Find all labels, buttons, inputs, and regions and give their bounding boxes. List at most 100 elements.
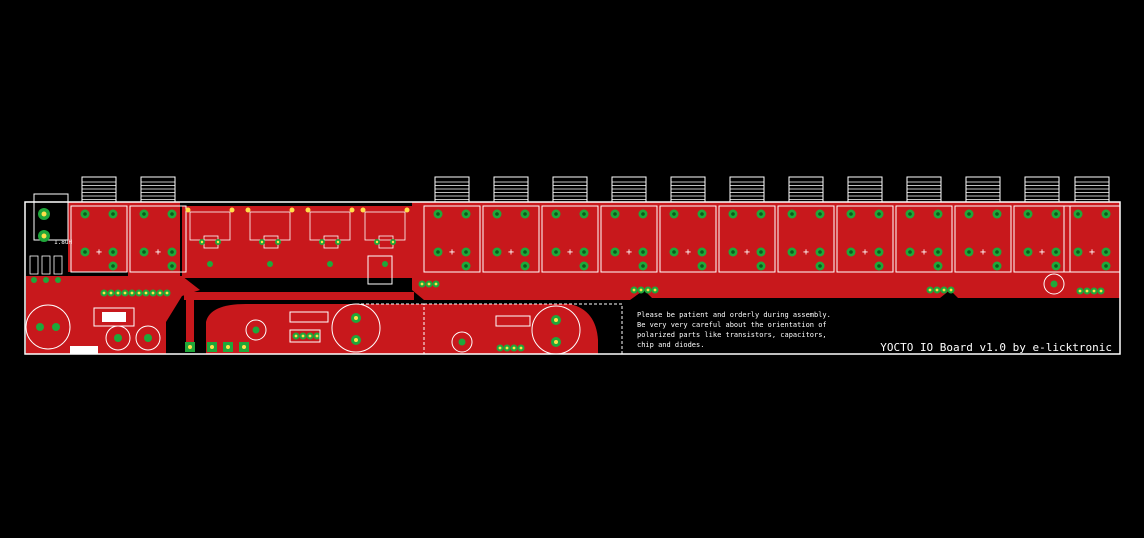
jack-body [718, 205, 776, 273]
pad-hole [759, 212, 763, 216]
copper-strip [184, 292, 414, 300]
pad-hole [315, 334, 319, 338]
pad-hole [200, 240, 204, 244]
solder-pad-icon [229, 207, 235, 213]
jack-body [777, 205, 835, 273]
pad-hole [759, 264, 763, 268]
pad-hole [111, 212, 115, 216]
transistor-outline [309, 211, 351, 241]
transistor-outline [249, 211, 291, 241]
jack-body [600, 205, 658, 273]
plus-mark: + [96, 247, 102, 258]
pad-hole [1104, 264, 1108, 268]
plus-mark: + [803, 247, 809, 258]
pad-hole [523, 212, 527, 216]
resistor-outline [53, 255, 63, 275]
board-title: YOCTO IO Board v1.0 by e-licktronic [880, 341, 1112, 354]
pad-hole [151, 291, 155, 295]
pad-hole [935, 288, 939, 292]
capacitor-center [331, 303, 381, 353]
pad-hole [464, 250, 468, 254]
jack-body [129, 205, 187, 273]
pad-hole [308, 334, 312, 338]
pad-hole [877, 264, 881, 268]
copper-middle [182, 206, 424, 278]
pad-hole [582, 250, 586, 254]
pad-hole [700, 250, 704, 254]
pad-hole [137, 291, 141, 295]
pad-hole [936, 264, 940, 268]
plus-mark: + [862, 247, 868, 258]
pad-hole [375, 240, 379, 244]
dashed-region [423, 303, 623, 355]
pad-hole [294, 334, 298, 338]
pad-hole [144, 291, 148, 295]
pad-hole [1076, 250, 1080, 254]
pad-hole [613, 212, 617, 216]
pad-hole [936, 212, 940, 216]
small-caps [245, 273, 1065, 353]
plus-mark: + [155, 247, 161, 258]
solder-pad-icon [31, 277, 37, 283]
jack-body [482, 205, 540, 273]
pad-hole [1092, 289, 1096, 293]
solder-pad-icon [360, 207, 366, 213]
note-line: chip and diodes. [637, 341, 704, 349]
pad-hole [790, 212, 794, 216]
pad-hole [818, 264, 822, 268]
copper-left-jacks [68, 202, 180, 278]
pad-hole [102, 291, 106, 295]
jack-bodies: ++++++++++++++ [70, 205, 1121, 273]
pad-hole [464, 212, 468, 216]
pad-hole [639, 288, 643, 292]
plus-mark: + [921, 247, 927, 258]
pads [31, 207, 1111, 352]
pad-hole [849, 212, 853, 216]
jack-body [70, 205, 128, 273]
plus-mark: + [449, 247, 455, 258]
jack-threads [81, 176, 1110, 203]
solder-pad-icon [305, 207, 311, 213]
pad-hole [111, 264, 115, 268]
pad-hole [109, 291, 113, 295]
copper-trace-vertical [186, 300, 194, 350]
pad-hole [276, 240, 280, 244]
pad-hole [653, 288, 657, 292]
pad-hole [1054, 212, 1058, 216]
pad-hole [210, 345, 214, 349]
pad-hole [523, 250, 527, 254]
pad-hole [391, 240, 395, 244]
solder-pad-icon [245, 207, 251, 213]
pad-hole [83, 250, 87, 254]
pad-hole [83, 212, 87, 216]
plus-mark: + [1039, 247, 1045, 258]
pad-hole [495, 212, 499, 216]
pad-hole [646, 288, 650, 292]
pad-hole [1099, 289, 1103, 293]
pad-hole [700, 264, 704, 268]
pad-hole [632, 288, 636, 292]
inductor-component: 1.8uH [33, 193, 72, 246]
pad-hole [613, 250, 617, 254]
jack-body [954, 205, 1012, 273]
pad-hole [436, 250, 440, 254]
pad-hole [995, 250, 999, 254]
plus-mark: + [1089, 247, 1095, 258]
pad-hole [790, 250, 794, 254]
pad-hole [116, 291, 120, 295]
pad-hole [554, 250, 558, 254]
pad-hole [123, 291, 127, 295]
plus-mark: + [626, 247, 632, 258]
pad-hole [731, 250, 735, 254]
solder-pad-icon [382, 261, 388, 267]
pad-hole [1076, 212, 1080, 216]
capacitor-right [531, 305, 581, 355]
pad-hole [226, 345, 230, 349]
dip-components [289, 255, 531, 343]
pad-hole [1026, 250, 1030, 254]
jack-body [895, 205, 953, 273]
pad-hole [995, 264, 999, 268]
pad-hole [1054, 264, 1058, 268]
pad-hole [320, 240, 324, 244]
note-line: Please be patient and orderly during ass… [637, 311, 831, 319]
